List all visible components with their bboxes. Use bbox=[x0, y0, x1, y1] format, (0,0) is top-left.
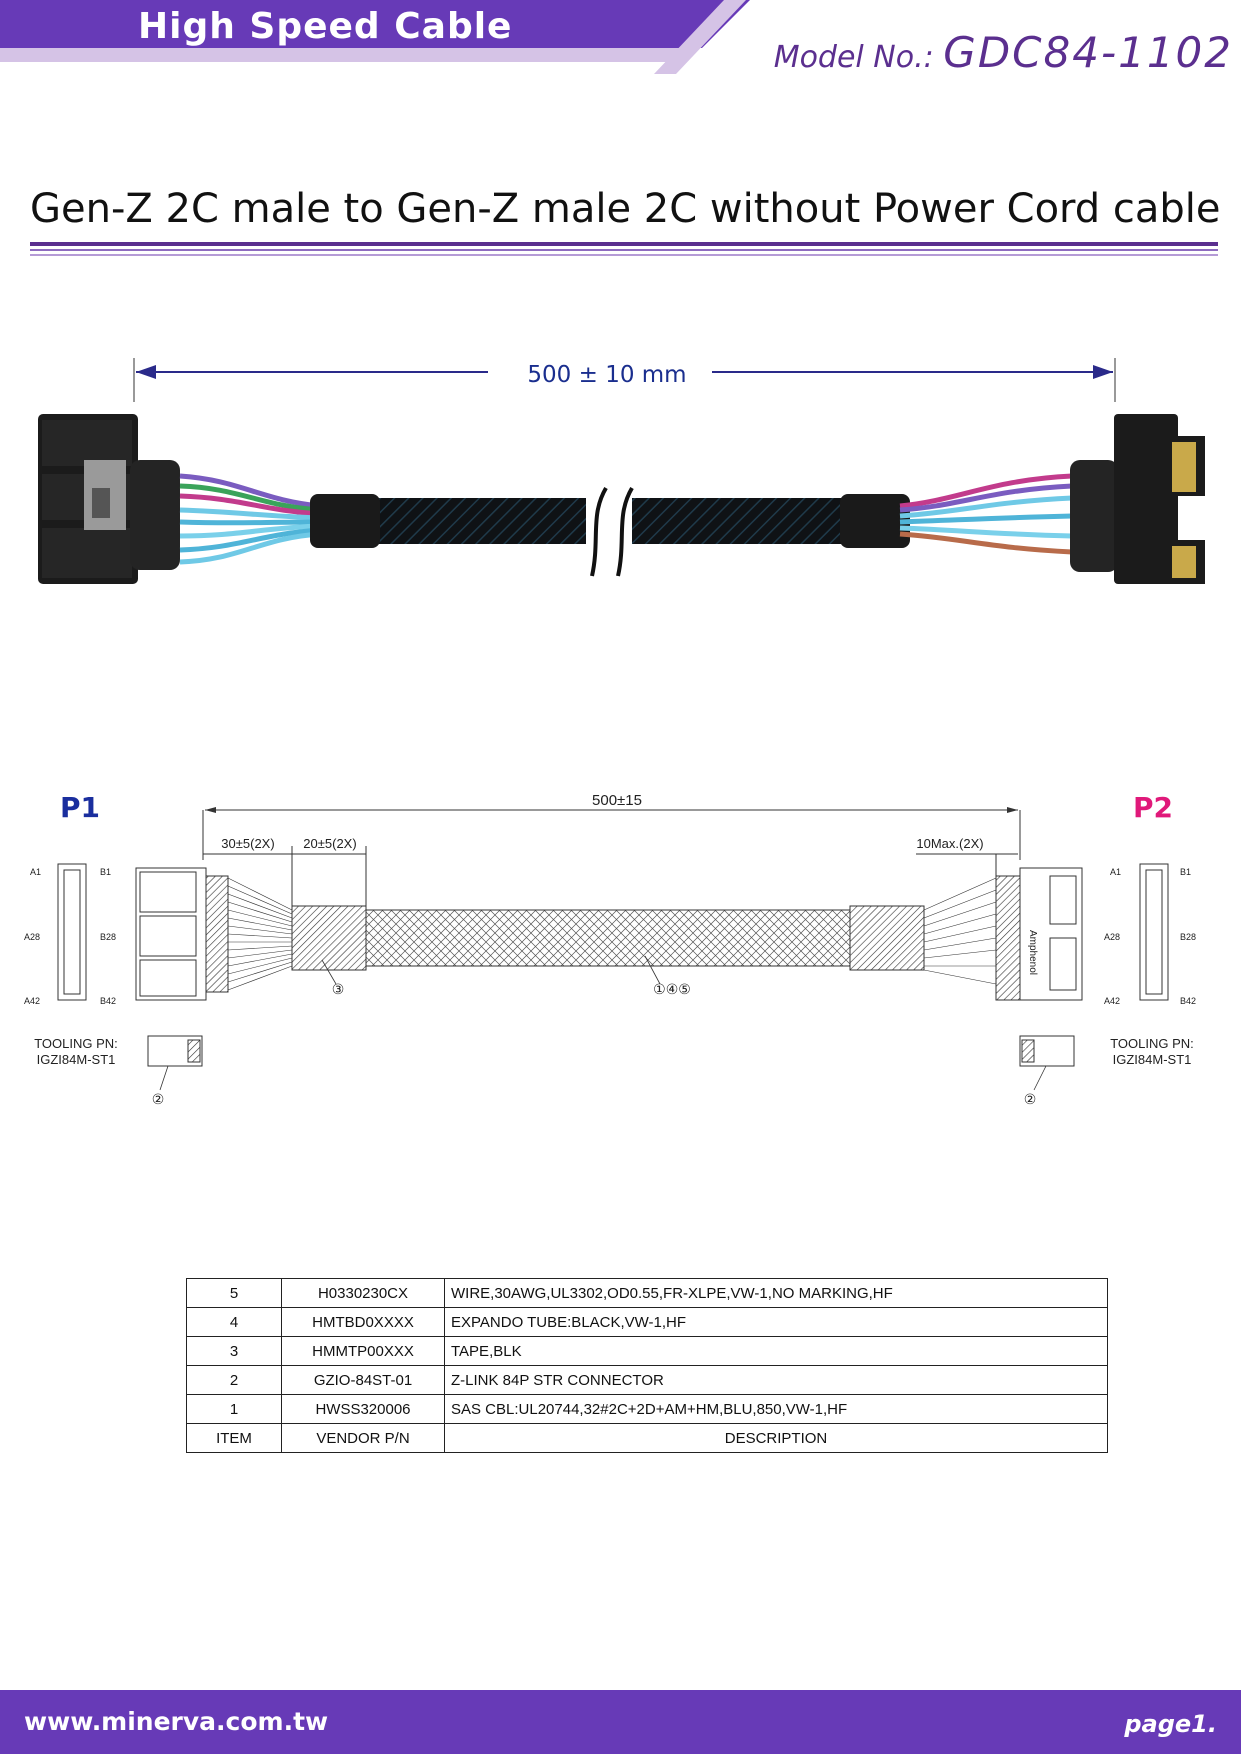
bom-vendor-pn: HWSS320006 bbox=[281, 1394, 445, 1424]
pin-b42-right: B42 bbox=[1180, 996, 1196, 1006]
model-number: Model No.: GDC84-1102 bbox=[774, 28, 1233, 77]
bom-description: WIRE,30AWG,UL3302,OD0.55,FR-XLPE,VW-1,NO… bbox=[444, 1278, 1108, 1308]
p2-label: P2 bbox=[1133, 791, 1173, 824]
pin-a1-right: A1 bbox=[1110, 867, 1121, 877]
dim-right: 10Max.(2X) bbox=[916, 836, 983, 851]
table-row: 1 HWSS320006 SAS CBL:UL20744,32#2C+2D+AM… bbox=[186, 1394, 1108, 1424]
bom-item: 1 bbox=[186, 1394, 282, 1424]
dim-left-2: 20±5(2X) bbox=[303, 836, 356, 851]
title-rule bbox=[30, 242, 1218, 256]
callout-connector-left: ② bbox=[152, 1092, 165, 1108]
pin-a42-left: A42 bbox=[24, 996, 40, 1006]
bom-header-description: DESCRIPTION bbox=[444, 1423, 1108, 1453]
tooling-label-right: TOOLING PN: bbox=[1110, 1036, 1194, 1051]
header-band bbox=[0, 0, 750, 74]
table-row: 2 GZIO-84ST-01 Z-LINK 84P STR CONNECTOR bbox=[186, 1365, 1108, 1395]
bom-description: SAS CBL:UL20744,32#2C+2D+AM+HM,BLU,850,V… bbox=[444, 1394, 1108, 1424]
product-photo: 500 ± 10 mm bbox=[38, 358, 1205, 584]
bom-table: 5 H0330230CX WIRE,30AWG,UL3302,OD0.55,FR… bbox=[186, 1278, 1108, 1453]
callout-connector-right: ② bbox=[1024, 1092, 1037, 1108]
bom-description: Z-LINK 84P STR CONNECTOR bbox=[444, 1365, 1108, 1395]
pin-a28-left: A28 bbox=[24, 932, 40, 942]
bom-vendor-pn: HMMTP00XXX bbox=[281, 1336, 445, 1366]
brand-mark: Amphenol bbox=[1027, 930, 1038, 975]
footer-url[interactable]: www.minerva.com.tw bbox=[24, 1707, 329, 1736]
pin-b28-left: B28 bbox=[100, 932, 116, 942]
table-header-row: ITEM VENDOR P/N DESCRIPTION bbox=[186, 1423, 1108, 1453]
bom-header-vendor-pn: VENDOR P/N bbox=[281, 1423, 445, 1453]
technical-drawing: P1 P2 500±15 30±5(2X) 20±5(2X) 10Max.(2X… bbox=[24, 791, 1196, 1108]
tooling-label-left: TOOLING PN: bbox=[34, 1036, 118, 1051]
bom-item: 2 bbox=[186, 1365, 282, 1395]
table-row: 5 H0330230CX WIRE,30AWG,UL3302,OD0.55,FR… bbox=[186, 1278, 1108, 1308]
pin-b1-left: B1 bbox=[100, 867, 111, 877]
p1-label: P1 bbox=[60, 791, 100, 824]
pin-a42-right: A42 bbox=[1104, 996, 1120, 1006]
bom-item: 3 bbox=[186, 1336, 282, 1366]
page-title: Gen-Z 2C male to Gen-Z male 2C without P… bbox=[30, 186, 1221, 232]
table-row: 4 HMTBD0XXXX EXPANDO TUBE:BLACK,VW-1,HF bbox=[186, 1307, 1108, 1337]
pin-b1-right: B1 bbox=[1180, 867, 1191, 877]
bom-vendor-pn: H0330230CX bbox=[281, 1278, 445, 1308]
bom-item: 4 bbox=[186, 1307, 282, 1337]
dim-left-1: 30±5(2X) bbox=[221, 836, 274, 851]
callout-tape: ③ bbox=[332, 982, 345, 998]
pin-a1-left: A1 bbox=[30, 867, 41, 877]
pin-b28-right: B28 bbox=[1180, 932, 1196, 942]
overall-dimension: 500±15 bbox=[592, 792, 642, 809]
header-title: High Speed Cable bbox=[138, 6, 513, 47]
model-number-value: GDC84-1102 bbox=[943, 28, 1233, 77]
tooling-pn-right: IGZI84M-ST1 bbox=[1113, 1052, 1192, 1067]
bom-vendor-pn: HMTBD0XXXX bbox=[281, 1307, 445, 1337]
model-label: Model No.: bbox=[773, 40, 934, 75]
table-row: 3 HMMTP00XXX TAPE,BLK bbox=[186, 1336, 1108, 1366]
photo-dimension-label: 500 ± 10 mm bbox=[527, 362, 686, 388]
pin-b42-left: B42 bbox=[100, 996, 116, 1006]
footer-band bbox=[0, 1690, 1241, 1754]
bom-vendor-pn: GZIO-84ST-01 bbox=[281, 1365, 445, 1395]
page-number: page1. bbox=[1124, 1710, 1217, 1738]
bom-description: TAPE,BLK bbox=[444, 1336, 1108, 1366]
tooling-pn-left: IGZI84M-ST1 bbox=[37, 1052, 116, 1067]
bom-header-item: ITEM bbox=[186, 1423, 282, 1453]
callout-cable: ①④⑤ bbox=[653, 982, 691, 998]
bom-description: EXPANDO TUBE:BLACK,VW-1,HF bbox=[444, 1307, 1108, 1337]
bom-item: 5 bbox=[186, 1278, 282, 1308]
pin-a28-right: A28 bbox=[1104, 932, 1120, 942]
